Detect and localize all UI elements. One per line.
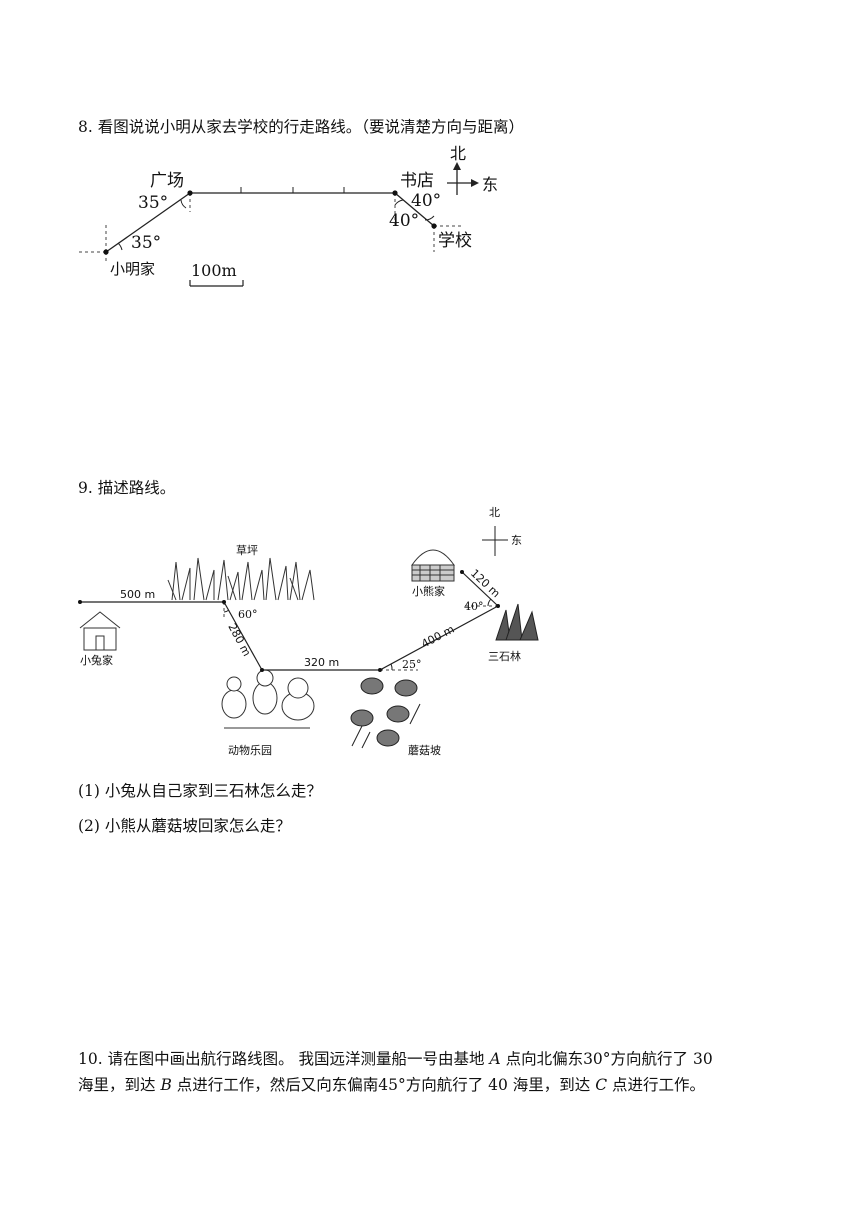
rabbit-home-label: 小兔家 (80, 653, 113, 667)
distance-400: 400 m (419, 623, 456, 651)
rabbit-house-icon (79, 611, 121, 651)
scale-label: 100m (191, 261, 237, 280)
q8-route-diagram: 广场 书店 小明家 学校 北 东 35° 35° 40° 40° 100m (78, 144, 498, 287)
q10-line2-c: 点进行工作。 (607, 1076, 706, 1095)
var-a: A (489, 1050, 501, 1068)
angle-40: 40° (464, 600, 484, 613)
q10-line2-a: 海里，到达 (78, 1076, 161, 1095)
north-label: 北 (450, 144, 466, 163)
q10-line1-a: 10. 请在图中画出航行路线图。 我国远洋测量船一号由基地 (78, 1050, 490, 1068)
q10-line2-b: 点进行工作，然后又向东偏南45°方向航行了 40 海里，到达 (171, 1076, 596, 1095)
compass-icon (482, 526, 508, 556)
var-c: C (595, 1076, 608, 1095)
q10-text: 10. 请在图中画出航行路线图。 我国远洋测量船一号由基地 A 点向北偏东30°… (78, 1046, 798, 1099)
distance-500: 500 m (120, 588, 155, 601)
home-label: 小明家 (110, 260, 155, 278)
stone-forest-label: 三石林 (488, 649, 521, 663)
angle-school: 40° (389, 211, 419, 231)
angle-60: 60° (238, 608, 258, 621)
q8-title: 8. 看图说说小明从家去学校的行走路线。（要说清楚方向与距离） (78, 118, 524, 136)
east-label: 东 (511, 534, 522, 547)
angle-bookstore: 40° (411, 191, 441, 211)
school-point (431, 223, 437, 229)
grass-label: 草坪 (236, 544, 258, 557)
mushroom-icon (350, 677, 421, 749)
q9-sub2: (2) 小熊从蘑菇坡回家怎么走？ (78, 817, 291, 835)
bookstore-label: 书店 (400, 171, 434, 191)
distance-120: 120 m (468, 567, 503, 601)
q9-sub1: (1) 小兔从自己家到三石林怎么走？ (78, 782, 322, 800)
grass-icon (167, 557, 315, 601)
angle-25: 25° (402, 658, 422, 671)
bear-house-icon (411, 549, 455, 582)
home-point (103, 249, 109, 255)
plaza-point (187, 190, 193, 196)
east-label: 东 (482, 175, 498, 194)
q9-title: 9. 描述路线。 (78, 479, 176, 497)
zoo-icon (221, 669, 315, 729)
north-label: 北 (489, 506, 500, 519)
stone-forest-icon (495, 603, 539, 641)
angle-plaza: 35° (138, 193, 168, 213)
bear-home-label: 小熊家 (412, 584, 445, 598)
compass-icon (447, 162, 479, 195)
var-b: B (160, 1076, 172, 1095)
angle-home: 35° (131, 233, 161, 253)
school-label: 学校 (438, 231, 472, 251)
distance-280: 280 m (225, 621, 253, 658)
zoo-label: 动物乐园 (228, 743, 272, 757)
bookstore-point (392, 190, 398, 196)
distance-320: 320 m (304, 656, 339, 669)
plaza-label: 广场 (150, 171, 184, 191)
q9-route-diagram: 北 东 草坪 小兔家 小熊家 三石林 动物乐园 (78, 506, 539, 757)
mushroom-slope-label: 蘑菇坡 (408, 743, 441, 757)
q10-line1-b: 点向北偏东30°方向航行了 30 (500, 1050, 713, 1068)
